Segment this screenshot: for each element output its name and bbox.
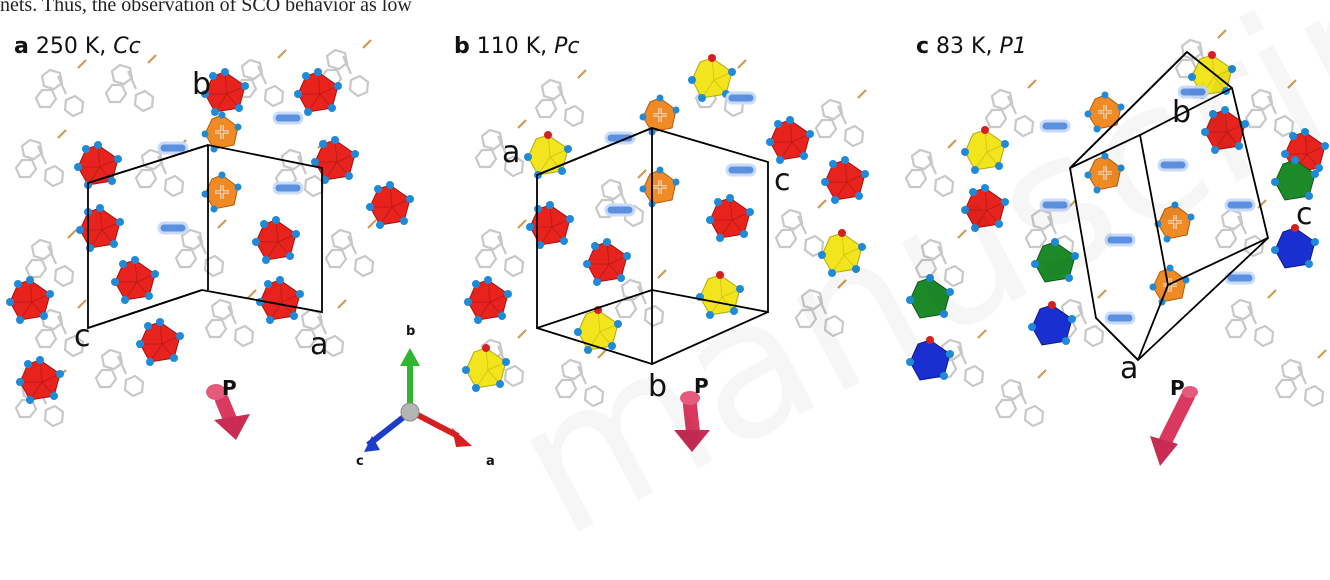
triad-label-a: a xyxy=(486,454,495,469)
panel-c-space-group: P1 xyxy=(999,34,1027,59)
panel-a-label: a 250 K, Cc xyxy=(14,34,141,59)
panel-b-label: b 110 K, Pc xyxy=(454,34,580,59)
panel-c-letter: c xyxy=(916,34,930,59)
caption-fragment: nets. Thus, the observation of SCO behav… xyxy=(0,0,412,16)
polarization-arrow-c xyxy=(1150,386,1198,466)
panel-c-axis-b: b xyxy=(1172,95,1192,130)
panel-c-temperature: 83 K, xyxy=(936,34,993,59)
panel-a-structure xyxy=(5,38,415,428)
panel-a-axis-b: b xyxy=(192,67,212,102)
panel-b-polarization-label: P xyxy=(694,374,709,398)
panel-b-space-group: Pc xyxy=(554,34,580,59)
crystal-structure-figure xyxy=(5,28,1330,466)
polarization-arrow-a xyxy=(206,384,250,440)
panel-c-label: c 83 K, P1 xyxy=(916,34,1027,59)
panel-c-polarization-label: P xyxy=(1170,376,1185,400)
triad-label-b: b xyxy=(406,324,416,339)
panel-a-temperature: 250 K, xyxy=(35,34,107,59)
panel-b-axis-a: a xyxy=(502,135,521,170)
panel-a-letter: a xyxy=(14,34,29,59)
axis-triad xyxy=(364,348,472,452)
panel-a-axis-a: a xyxy=(310,327,329,362)
panel-b-structure xyxy=(461,53,870,408)
panel-b-axis-c: c xyxy=(774,163,791,198)
panel-c-axis-a: a xyxy=(1120,351,1139,386)
panel-a-polarization-label: P xyxy=(222,376,237,400)
panel-b-letter: b xyxy=(454,34,470,59)
panel-b-temperature: 110 K, xyxy=(476,34,548,59)
panel-c-structure xyxy=(904,28,1330,428)
panel-c-axis-c: c xyxy=(1296,197,1313,232)
polarization-arrow-b xyxy=(674,391,710,452)
triad-label-c: c xyxy=(356,454,364,469)
panel-a-space-group: Cc xyxy=(113,34,141,59)
panel-a-axis-c: c xyxy=(74,319,91,354)
panel-b-axis-b: b xyxy=(648,369,668,404)
